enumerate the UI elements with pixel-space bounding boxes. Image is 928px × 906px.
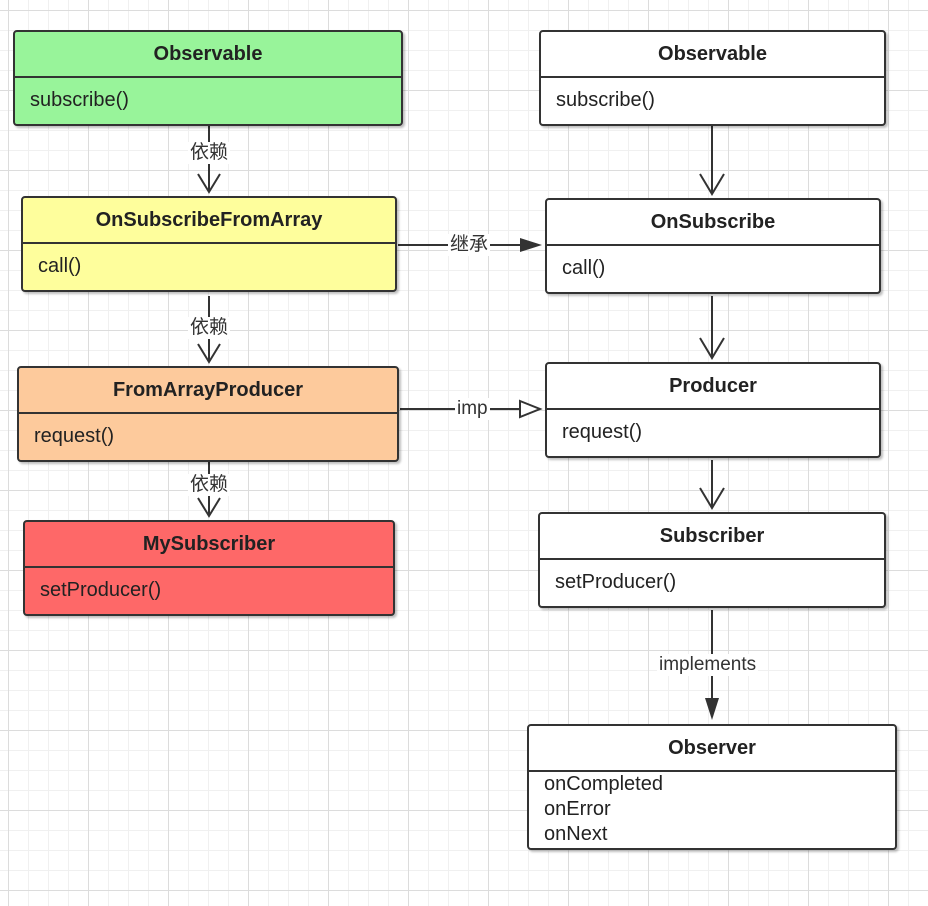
method-call: call() xyxy=(562,257,606,279)
method-setproducer: setProducer() xyxy=(555,571,677,593)
edge-label-dep1: 依赖 xyxy=(188,142,231,164)
class-title: Observable xyxy=(541,32,884,78)
edge-label-imp: imp xyxy=(455,398,490,420)
class-box-onsubscribe[interactable]: OnSubscribe call() xyxy=(545,198,881,294)
arrowhead-open xyxy=(699,173,725,196)
method-subscribe: subscribe() xyxy=(30,89,129,111)
class-title: Observable xyxy=(15,32,401,78)
method-oncompleted: onCompleted xyxy=(544,773,663,795)
class-box-producer[interactable]: Producer request() xyxy=(545,362,881,458)
arrowhead-open xyxy=(699,337,725,360)
method-setproducer: setProducer() xyxy=(40,579,162,601)
edge-label-inherit: 继承 xyxy=(448,234,491,256)
edge-label-implements: implements xyxy=(657,654,759,676)
arrowhead-open xyxy=(197,173,221,194)
class-box-observable-right[interactable]: Observable subscribe() xyxy=(539,30,886,126)
arrowhead-open xyxy=(699,487,725,510)
method-request: request() xyxy=(562,421,643,443)
arrowhead-hollow xyxy=(519,399,543,419)
class-title: Producer xyxy=(547,364,879,410)
class-box-onsubscribefromarray[interactable]: OnSubscribeFromArray call() xyxy=(21,196,397,292)
method-request: request() xyxy=(34,425,115,447)
class-title: FromArrayProducer xyxy=(19,368,397,414)
class-box-fromarrayproducer[interactable]: FromArrayProducer request() xyxy=(17,366,399,462)
arrowhead-filled xyxy=(520,238,542,252)
class-title: OnSubscribeFromArray xyxy=(23,198,395,244)
class-title: Subscriber xyxy=(540,514,884,560)
class-box-observable-left[interactable]: Observable subscribe() xyxy=(13,30,403,126)
class-title: MySubscriber xyxy=(25,522,393,568)
class-box-subscriber[interactable]: Subscriber setProducer() xyxy=(538,512,886,608)
class-title: Observer xyxy=(529,726,895,772)
method-call: call() xyxy=(38,255,82,277)
edge-label-dep3: 依赖 xyxy=(188,474,231,496)
method-subscribe: subscribe() xyxy=(556,89,655,111)
class-title: OnSubscribe xyxy=(547,200,879,246)
edge-label-dep2: 依赖 xyxy=(188,317,231,339)
class-box-mysubscriber[interactable]: MySubscriber setProducer() xyxy=(23,520,395,616)
class-box-observer[interactable]: Observer onCompleted onError onNext xyxy=(527,724,897,850)
arrowhead-open xyxy=(197,497,221,518)
arrowhead-open xyxy=(197,343,221,364)
arrowhead-filled xyxy=(705,698,719,720)
method-onerror: onError xyxy=(544,798,611,820)
method-onnext: onNext xyxy=(544,823,608,845)
